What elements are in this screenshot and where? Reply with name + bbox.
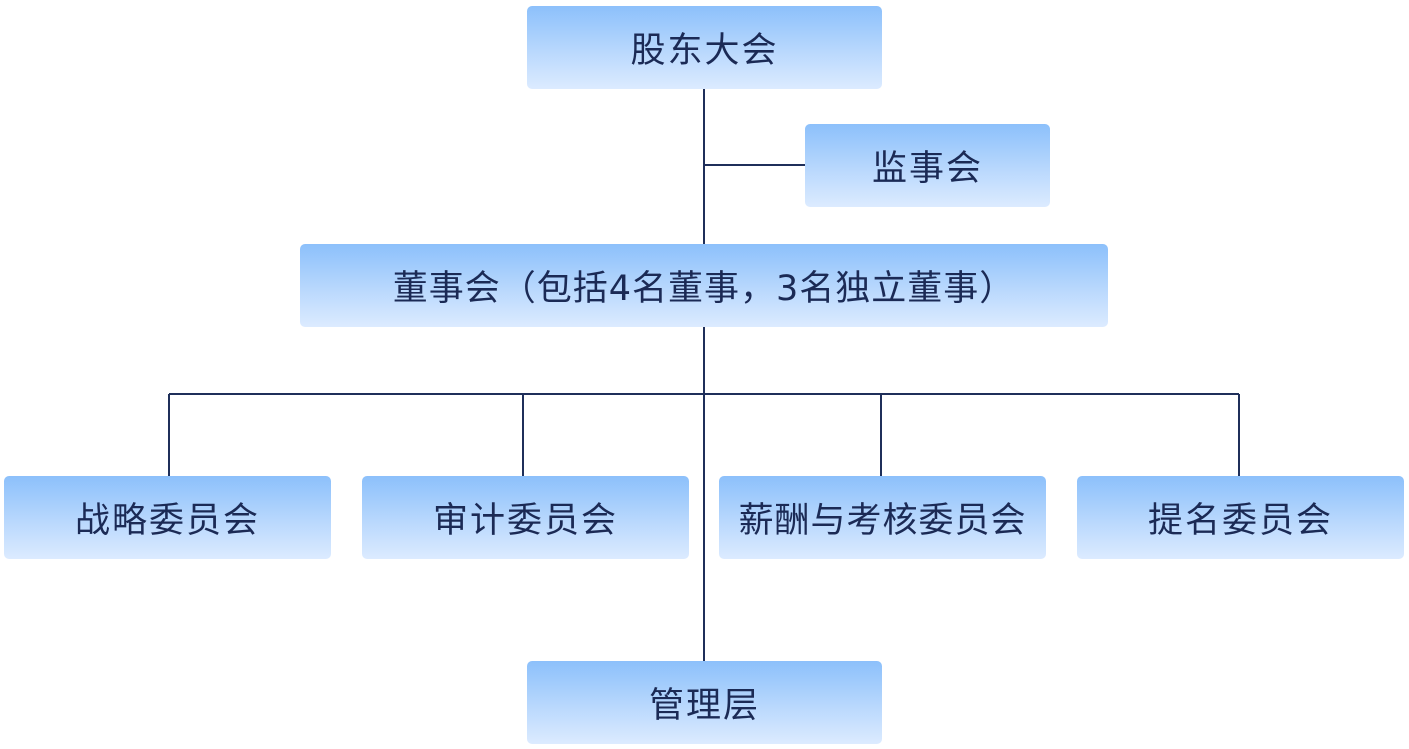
management-label: 管理层: [648, 686, 760, 726]
compensation-committee-label: 薪酬与考核委员会: [738, 501, 1027, 541]
nomination-committee-box: 提名委员会: [1077, 476, 1404, 559]
supervisory-board-label: 监事会: [871, 149, 983, 189]
strategy-committee-box: 战略委员会: [4, 476, 331, 559]
shareholders-meeting-label: 股东大会: [630, 31, 779, 71]
supervisory-board-box: 监事会: [805, 124, 1050, 207]
compensation-committee-box: 薪酬与考核委员会: [719, 476, 1046, 559]
audit-committee-box: 审计委员会: [362, 476, 689, 559]
nomination-committee-label: 提名委员会: [1147, 501, 1333, 541]
board-of-directors-label: 董事会（包括4名董事，3名独立董事）: [392, 269, 1016, 309]
strategy-committee-label: 战略委员会: [74, 501, 260, 541]
audit-committee-label: 审计委员会: [432, 501, 618, 541]
board-of-directors-box: 董事会（包括4名董事，3名独立董事）: [300, 244, 1108, 327]
management-box: 管理层: [527, 661, 882, 744]
shareholders-meeting-box: 股东大会: [527, 6, 882, 89]
